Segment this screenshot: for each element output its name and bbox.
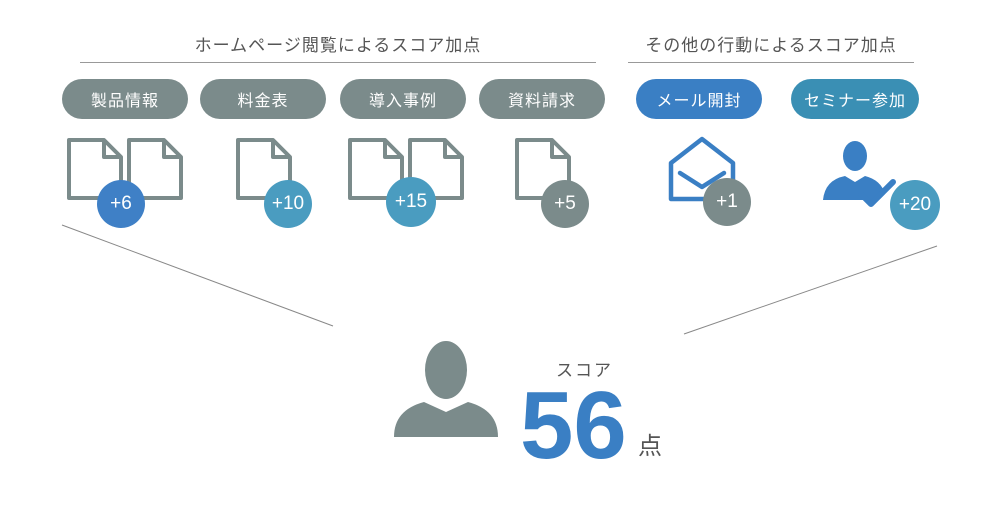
- pill-product-info: 製品情報: [62, 79, 188, 119]
- other-section-divider: [628, 62, 914, 63]
- pill-document-request: 資料請求: [479, 79, 605, 119]
- person-icon: [394, 341, 498, 437]
- points-badge-email-open: +1: [703, 178, 751, 226]
- other-section-title: その他の行動によるスコア加点: [645, 36, 897, 56]
- pill-case-studies: 導入事例: [340, 79, 466, 119]
- points-badge-case-studies: +15: [386, 177, 436, 227]
- points-badge-pricing: +10: [264, 180, 312, 228]
- connector-left: [61, 224, 334, 327]
- pill-email-open: メール開封: [636, 79, 762, 119]
- pill-seminar: セミナー参加: [791, 79, 919, 119]
- connector-right: [683, 245, 938, 335]
- score-label: スコア: [556, 361, 613, 381]
- pill-pricing: 料金表: [200, 79, 326, 119]
- score-unit: 点: [638, 432, 662, 460]
- homepage-section-divider: [80, 62, 596, 63]
- person-check-icon: [823, 141, 896, 207]
- score-value: 56: [520, 372, 627, 479]
- homepage-section-title: ホームページ閲覧によるスコア加点: [194, 36, 482, 56]
- points-badge-document-request: +5: [541, 180, 589, 228]
- points-badge-seminar: +20: [890, 180, 940, 230]
- points-badge-product-info: +6: [97, 180, 145, 228]
